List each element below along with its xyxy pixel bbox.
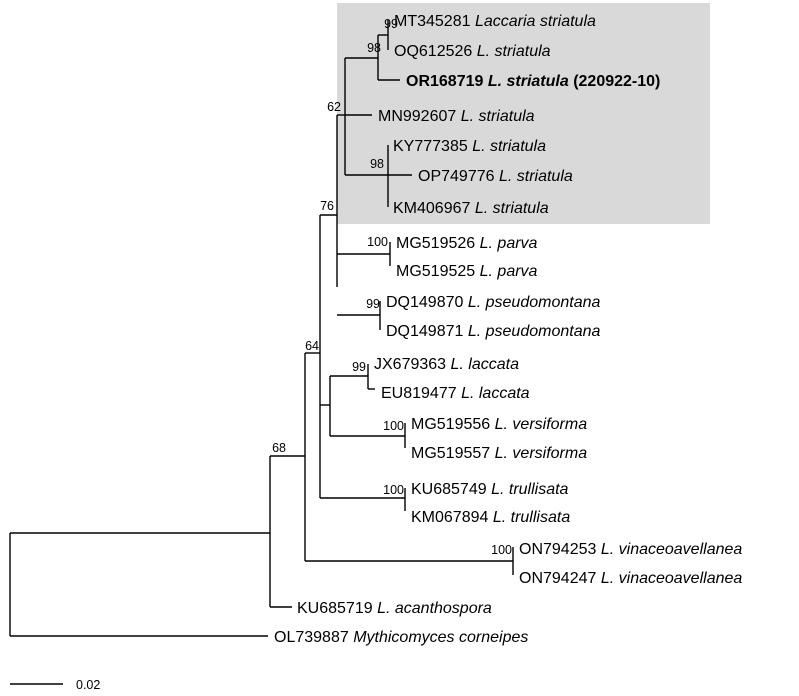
taxon-label: ON794247 L. vinaceoavellanea [519, 570, 742, 587]
taxon-label: OQ612526 L. striatula [394, 43, 551, 60]
taxon-label: KM406967 L. striatula [393, 200, 549, 217]
bootstrap-label: 62 [327, 100, 341, 114]
bootstrap-label: 99 [366, 297, 380, 311]
taxon-label: MG519525 L. parva [396, 263, 538, 280]
taxon-label: ON794253 L. vinaceoavellanea [519, 541, 742, 558]
tree-branches [9, 20, 514, 637]
taxon-label: KM067894 L. trullisata [411, 509, 570, 526]
taxon-label: MG519556 L. versiforma [411, 416, 587, 433]
bootstrap-label: 100 [491, 543, 512, 557]
taxon-label: KY777385 L. striatula [393, 138, 546, 155]
taxon-label: OP749776 L. striatula [418, 168, 573, 185]
taxon-label: OL739887 Mythicomyces corneipes [274, 629, 528, 646]
scale-bar-label: 0.02 [76, 678, 100, 692]
taxon-label: EU819477 L. laccata [381, 385, 530, 402]
taxon-label: KU685749 L. trullisata [411, 481, 569, 498]
bootstrap-label: 99 [384, 17, 398, 31]
taxon-label: JX679363 L. laccata [374, 356, 519, 373]
taxon-label: MN992607 L. striatula [378, 108, 535, 125]
taxon-label: KU685719 L. acanthospora [297, 600, 492, 617]
taxon-labels: MT345281 Laccaria striatula OQ612526 L. … [274, 13, 742, 646]
taxon-label: MG519526 L. parva [396, 235, 538, 252]
taxon-label: MT345281 Laccaria striatula [394, 13, 596, 30]
bootstrap-label: 100 [383, 483, 404, 497]
bootstrap-label: 100 [383, 419, 404, 433]
bootstrap-label: 98 [370, 157, 384, 171]
bootstrap-label: 68 [272, 441, 286, 455]
scale-bar: 0.02 [10, 678, 100, 692]
taxon-label: DQ149871 L. pseudomontana [386, 323, 600, 340]
taxon-label: MG519557 L. versiforma [411, 445, 587, 462]
bootstrap-label: 100 [367, 235, 388, 249]
striatula-clade-highlight [337, 3, 710, 224]
taxon-label: DQ149870 L. pseudomontana [386, 294, 600, 311]
bootstrap-label: 98 [367, 41, 381, 55]
bootstrap-label: 76 [320, 199, 334, 213]
taxon-label-highlighted: OR168719 L. striatula (220922-10) [406, 73, 660, 90]
bootstrap-label: 64 [305, 339, 319, 353]
bootstrap-values: 99 98 62 98 76 100 99 64 99 100 68 100 1… [272, 17, 512, 557]
bootstrap-label: 99 [352, 360, 366, 374]
